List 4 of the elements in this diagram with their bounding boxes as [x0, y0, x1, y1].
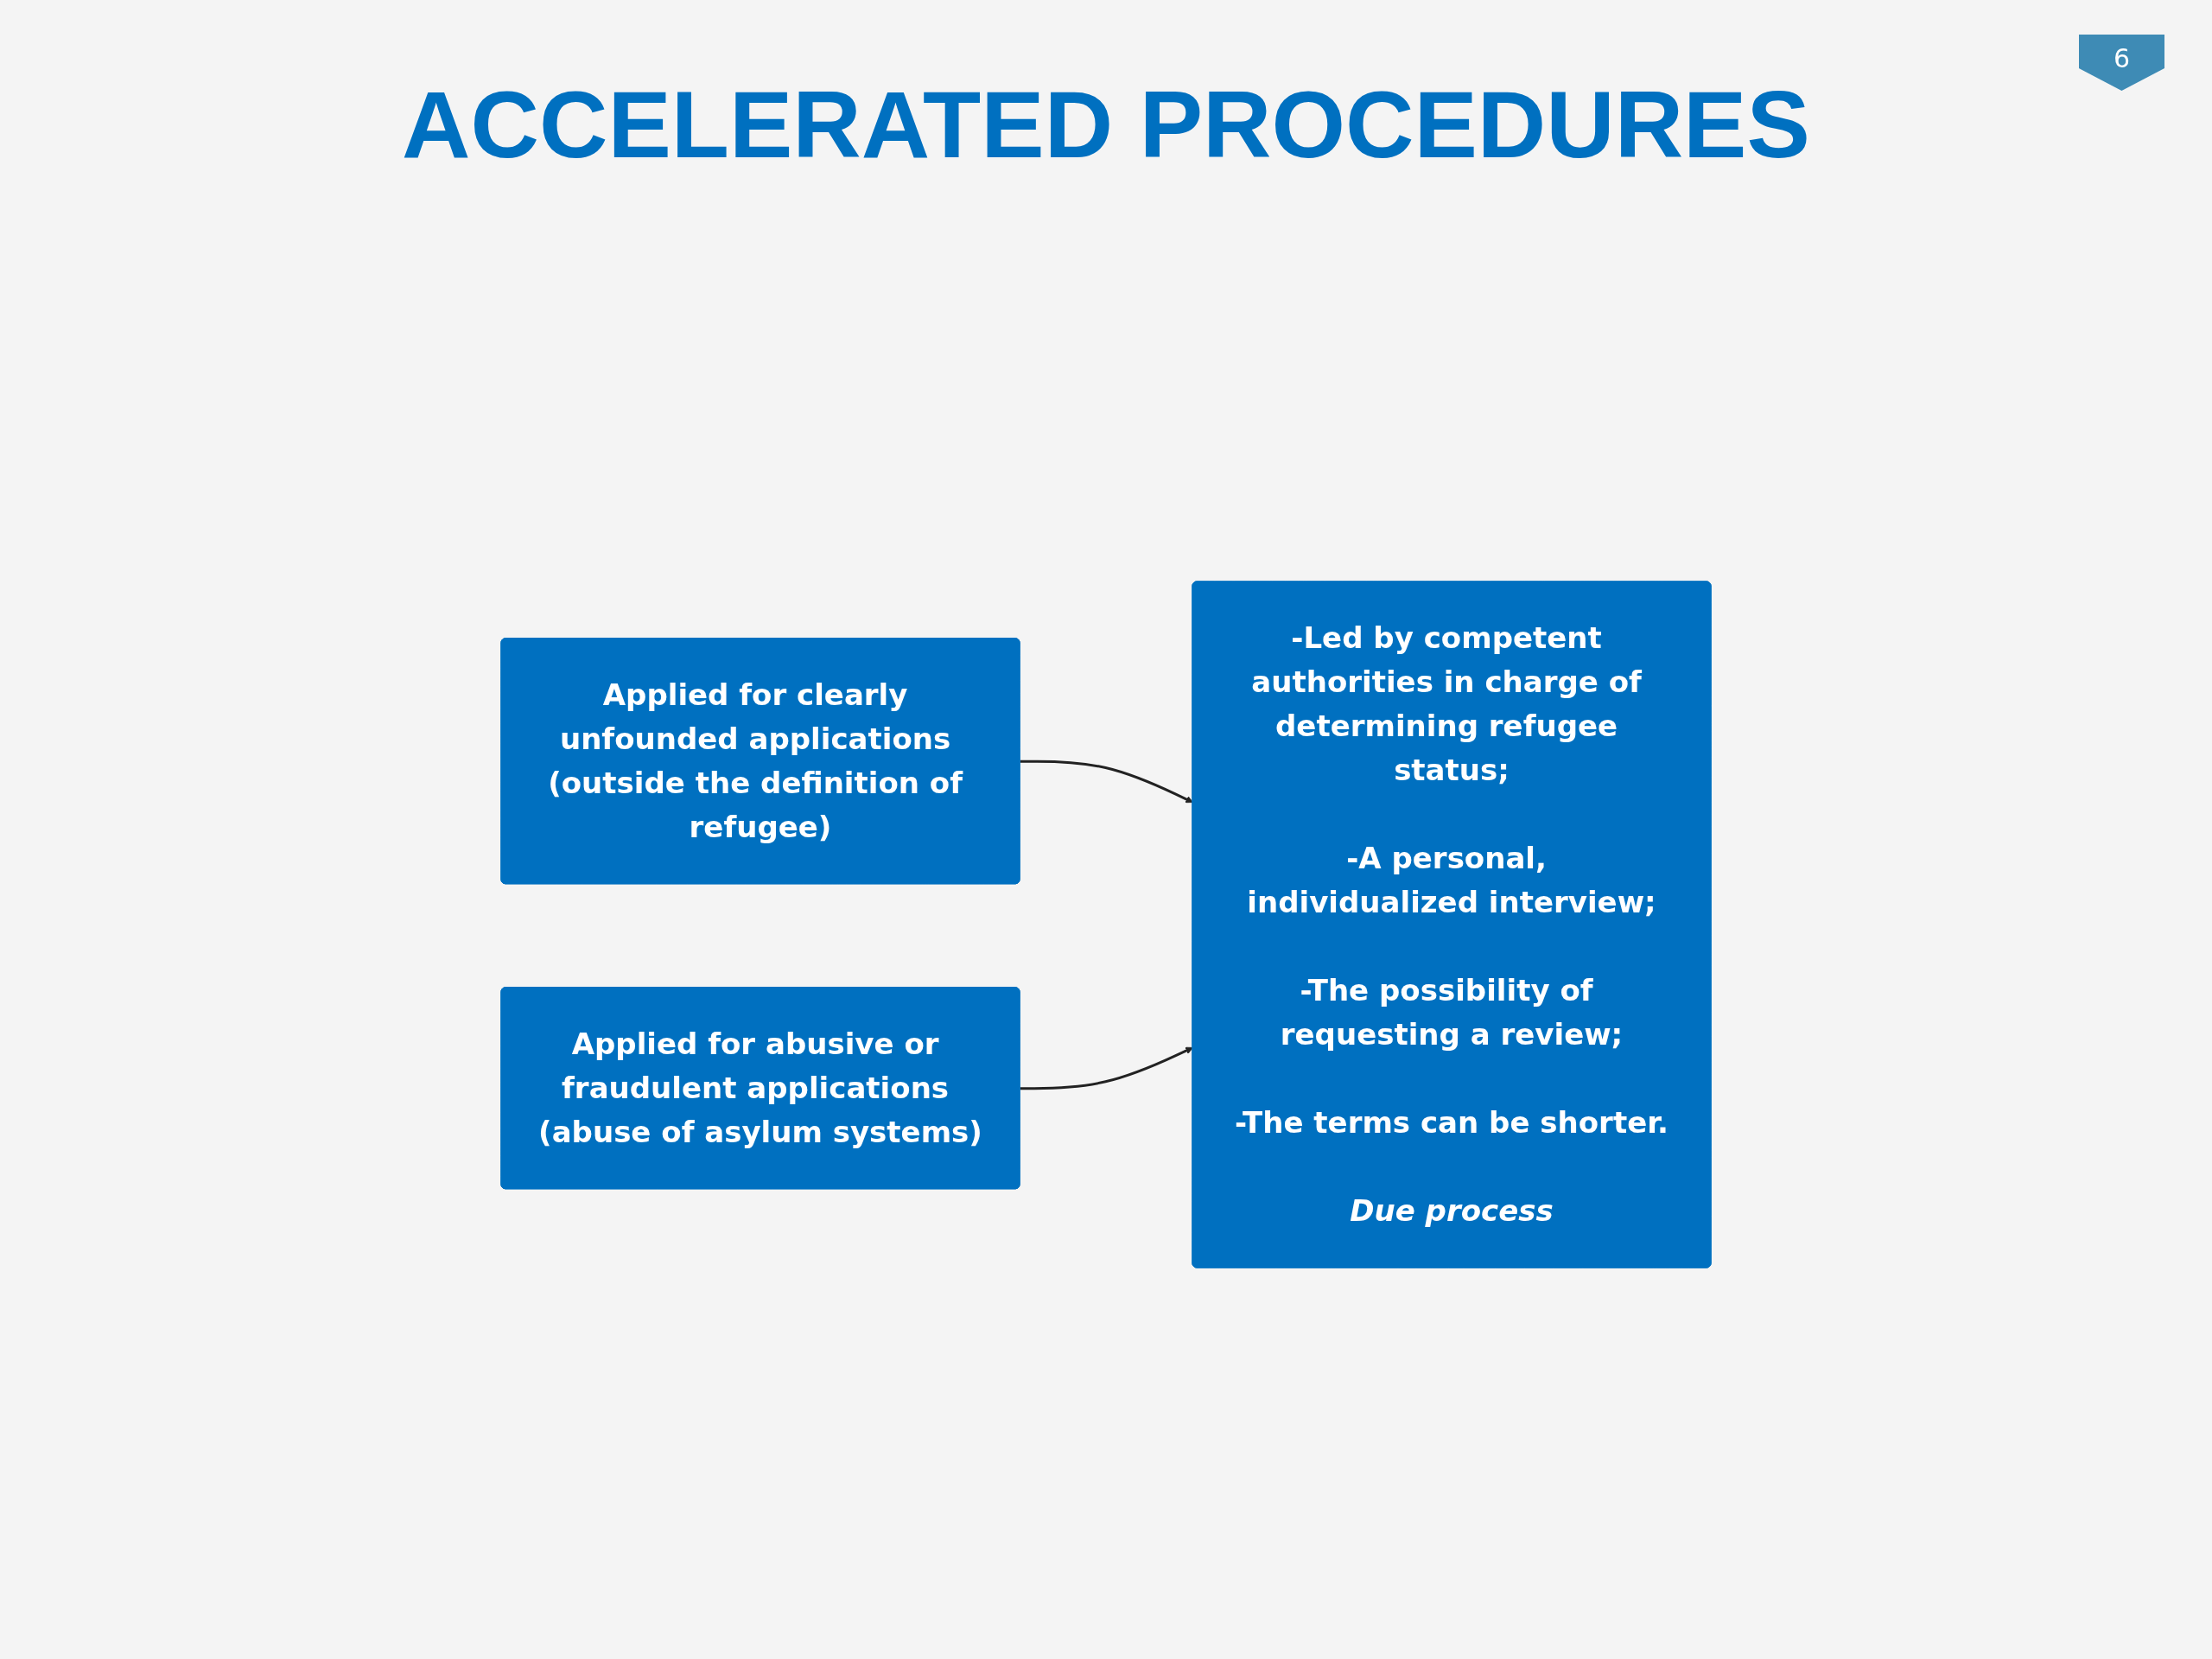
slide-title: ACCELERATED PROCEDURES [401, 70, 1811, 179]
arrow [1020, 1046, 1193, 1090]
arrow [1020, 760, 1193, 804]
page-number: 6 [2078, 35, 2164, 91]
